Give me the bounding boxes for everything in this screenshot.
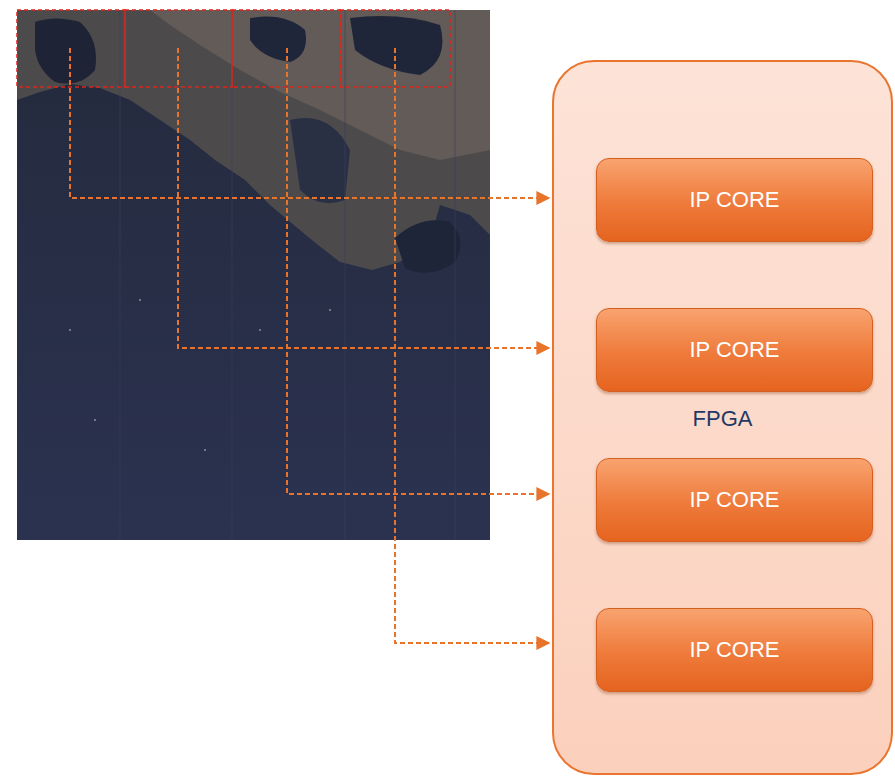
board-label: FPGA [554, 406, 891, 432]
harbour [290, 118, 350, 203]
fpga-board: FPGA IP CORE IP CORE IP CORE IP CORE [552, 60, 893, 775]
ip-core-box: IP CORE [596, 158, 873, 242]
image-tiles [17, 10, 450, 87]
core-label: IP CORE [689, 337, 779, 363]
bay [250, 17, 306, 63]
tile-arrow [70, 48, 549, 198]
core-label: IP CORE [689, 187, 779, 213]
tile-arrow [395, 48, 549, 643]
sea-area [17, 10, 490, 540]
bay [350, 16, 443, 75]
tile-arrow [287, 48, 549, 494]
ip-core-box: IP CORE [596, 458, 873, 542]
lake [395, 220, 460, 272]
bay [35, 19, 96, 84]
ip-core-box: IP CORE [596, 608, 873, 692]
tile-arrow [178, 48, 549, 348]
satellite-image [17, 10, 490, 540]
core-label: IP CORE [689, 637, 779, 663]
boats [69, 299, 331, 451]
core-label: IP CORE [689, 487, 779, 513]
ip-core-box: IP CORE [596, 308, 873, 392]
tile-arrows [70, 48, 549, 643]
